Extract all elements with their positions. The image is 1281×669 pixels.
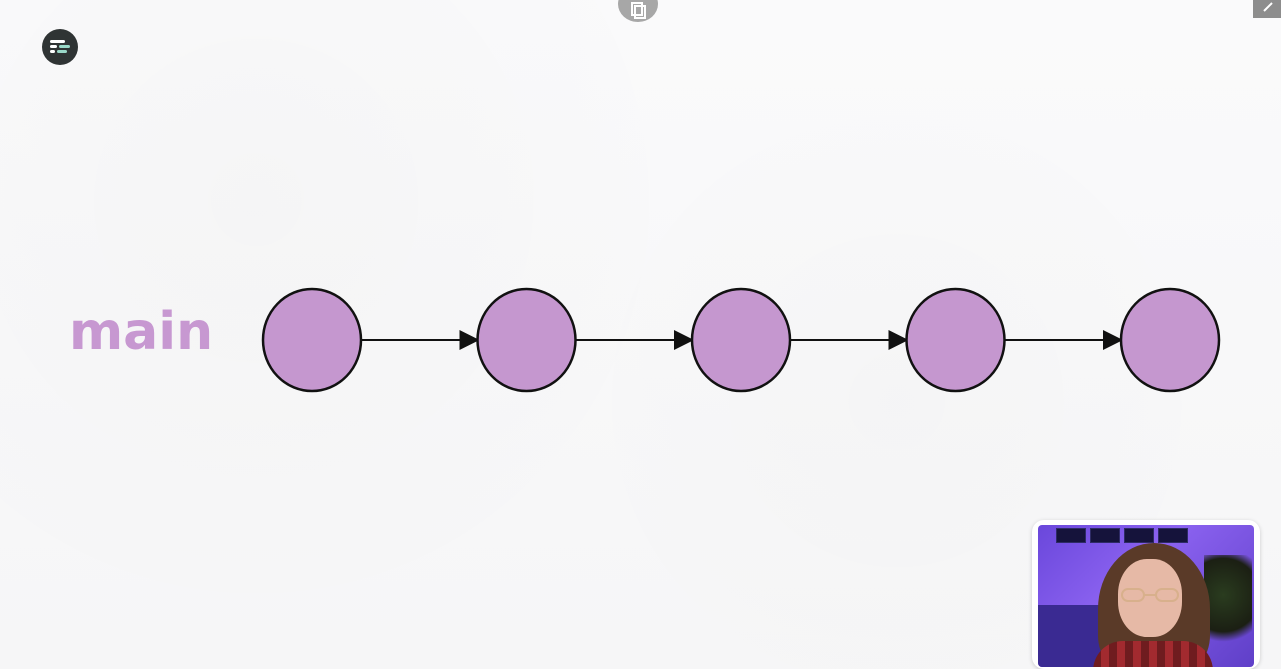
wall-frame — [1090, 528, 1120, 543]
person-shirt — [1093, 641, 1213, 667]
person-face — [1118, 559, 1182, 637]
commit-node — [690, 287, 792, 393]
commit-node — [905, 287, 1006, 393]
commit-node — [261, 287, 363, 393]
commit-nodes — [261, 287, 1221, 393]
wall-frame — [1124, 528, 1154, 543]
brand-logo-icon[interactable] — [42, 29, 78, 65]
wall-frame — [1056, 528, 1086, 543]
wall-frame — [1158, 528, 1188, 543]
glasses — [1121, 588, 1179, 602]
plant — [1204, 555, 1252, 655]
branch-label: main — [69, 302, 214, 362]
commit-node — [1119, 287, 1221, 393]
presenter-video[interactable] — [1032, 520, 1260, 669]
pen-icon — [1263, 2, 1273, 12]
edit-button[interactable] — [1253, 0, 1281, 18]
video-frame — [1038, 525, 1254, 667]
commit-node — [476, 287, 577, 393]
copy-icon[interactable] — [618, 0, 658, 22]
